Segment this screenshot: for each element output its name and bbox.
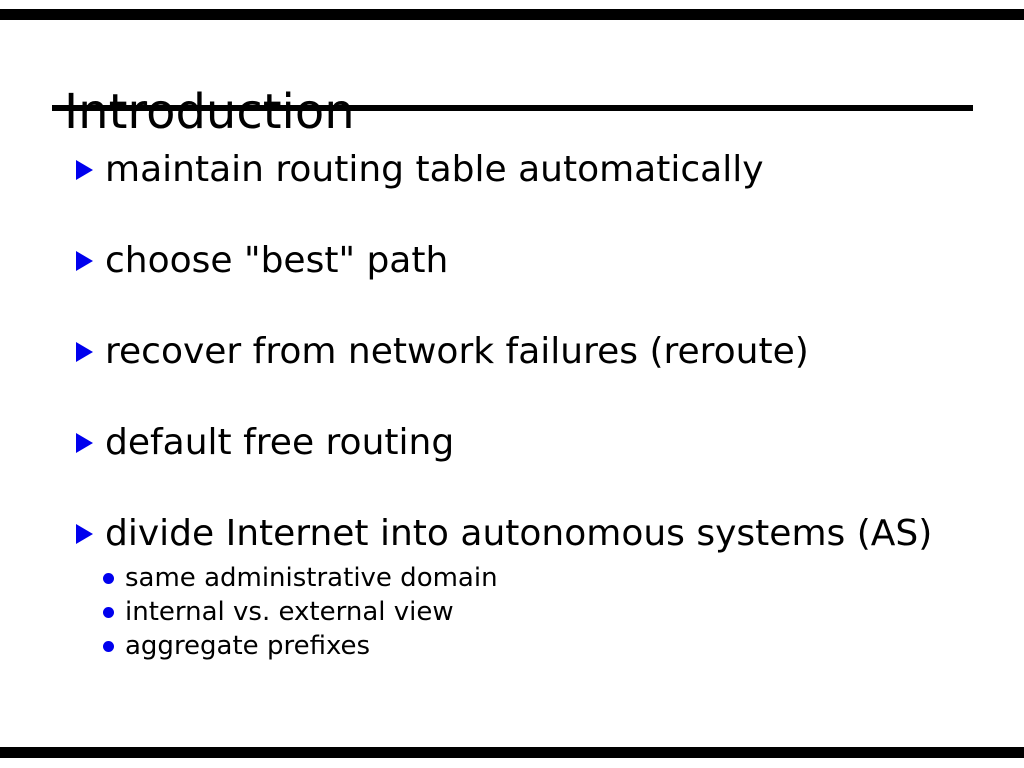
dot-bullet-icon xyxy=(103,606,114,618)
sub-bullet-text: aggregate prefixes xyxy=(125,631,371,661)
sub-bullet-item: same administrative domain xyxy=(103,561,498,595)
sub-bullet-item: internal vs. external view xyxy=(103,595,454,629)
bullet-text: recover from network failures (reroute) xyxy=(105,331,809,372)
triangle-bullet-icon xyxy=(76,342,93,362)
triangle-bullet-icon xyxy=(76,160,93,180)
title-underline xyxy=(52,105,973,111)
bullet-text: default free routing xyxy=(105,422,455,463)
bullet-text: choose "best" path xyxy=(105,240,449,281)
bullet-text: maintain routing table automatically xyxy=(105,149,764,190)
bullet-item: choose "best" path xyxy=(76,239,448,283)
bullet-item: divide Internet into autonomous systems … xyxy=(76,512,932,556)
bottom-rule xyxy=(0,747,1024,758)
triangle-bullet-icon xyxy=(76,251,93,271)
triangle-bullet-icon xyxy=(76,524,93,544)
sub-bullet-text: internal vs. external view xyxy=(125,597,454,627)
dot-bullet-icon xyxy=(103,640,114,652)
dot-bullet-icon xyxy=(103,572,114,584)
bullet-text: divide Internet into autonomous systems … xyxy=(105,513,933,554)
bullet-item: recover from network failures (reroute) xyxy=(76,330,809,374)
triangle-bullet-icon xyxy=(76,433,93,453)
bullet-item: maintain routing table automatically xyxy=(76,148,764,192)
sub-bullet-text: same administrative domain xyxy=(125,563,498,593)
sub-bullet-item: aggregate prefixes xyxy=(103,629,370,663)
page-title: Introduction xyxy=(64,84,355,141)
top-rule xyxy=(0,9,1024,20)
bullet-item: default free routing xyxy=(76,421,454,465)
